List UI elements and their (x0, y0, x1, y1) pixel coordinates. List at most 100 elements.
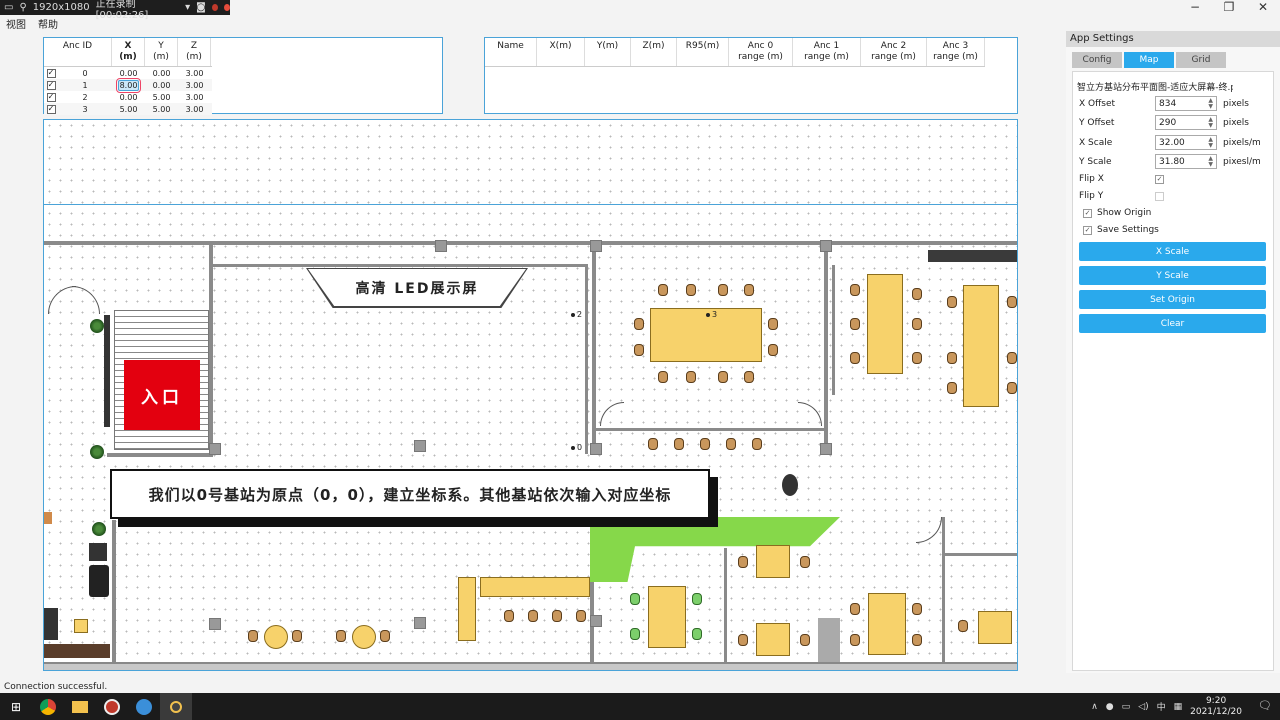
show-origin-label[interactable]: Show Origin (1097, 208, 1152, 218)
cell-x[interactable]: 0.00 (119, 68, 138, 78)
spinner-arrows-icon[interactable]: ▲▼ (1208, 96, 1213, 110)
show-origin-checkbox[interactable]: ✓ (1083, 208, 1092, 218)
row-checkbox[interactable]: ✓ (46, 80, 56, 90)
col-z[interactable]: Z (m) (178, 38, 211, 66)
ime-indicator[interactable]: 中 (1156, 703, 1166, 713)
row-checkbox[interactable]: ✓ (46, 92, 56, 102)
menu-view[interactable]: 视图 (6, 20, 26, 31)
camera-icon[interactable]: ◙ (196, 2, 206, 13)
table-row[interactable]: ✓ 0 0.00 0.00 3.00 (44, 67, 212, 79)
table-row[interactable]: ✓ 3 5.00 5.00 3.00 (44, 103, 212, 115)
cell-z[interactable]: 3.00 (185, 80, 204, 90)
chair (718, 284, 728, 296)
chrome-icon[interactable] (32, 693, 64, 720)
chair (528, 610, 538, 622)
col-anc0-range[interactable]: Anc 0 range (m) (729, 38, 793, 66)
cell-id: 0 (82, 68, 88, 78)
spinner-arrows-icon[interactable]: ▲▼ (1208, 115, 1213, 129)
network-icon[interactable]: ▭ (1121, 701, 1131, 712)
tray-app-icon[interactable]: ● (1105, 701, 1114, 712)
keyboard-icon[interactable]: ▦ (1173, 701, 1183, 712)
close-icon[interactable]: ✕ (1257, 0, 1269, 14)
save-settings-checkbox[interactable]: ✓ (1083, 225, 1092, 235)
anchor-2[interactable]: 2 (571, 310, 582, 319)
floor-map[interactable]: 高清 LED展示屏 入口 (43, 119, 1018, 671)
col-y[interactable]: Y(m) (585, 38, 631, 66)
cell-y[interactable]: 0.00 (152, 68, 171, 78)
cell-x[interactable]: 5.00 (119, 104, 138, 114)
col-anc1-range[interactable]: Anc 1 range (m) (793, 38, 861, 66)
y-offset-row: Y Offset 290▲▼ pixels (1079, 115, 1249, 130)
col-anc2-range[interactable]: Anc 2 range (m) (861, 38, 927, 66)
row-checkbox[interactable]: ✓ (46, 68, 56, 78)
app-icon[interactable] (128, 693, 160, 720)
start-icon[interactable]: ⊞ (10, 699, 22, 714)
row-checkbox[interactable]: ✓ (46, 104, 56, 114)
y-scale-button[interactable]: Y Scale (1079, 266, 1266, 285)
cell-x-editing[interactable]: 8.00 (115, 77, 142, 93)
flip-y-checkbox[interactable]: ✓ (1155, 191, 1164, 201)
col-z[interactable]: Z(m) (631, 38, 677, 66)
plant-icon (90, 319, 104, 333)
minimize-icon[interactable]: − (1189, 0, 1201, 14)
y-offset-input[interactable]: 290▲▼ (1155, 115, 1217, 130)
cell-z[interactable]: 3.00 (185, 104, 204, 114)
x-offset-input[interactable]: 834▲▼ (1155, 96, 1217, 111)
chair (718, 371, 728, 383)
green-zone (590, 517, 840, 582)
volume-icon[interactable]: ◁) (1138, 701, 1149, 712)
clock[interactable]: 9:20 2021/12/20 (1190, 696, 1242, 718)
cell-x[interactable]: 0.00 (119, 92, 138, 102)
dropdown-icon[interactable]: ▾ (185, 2, 191, 13)
x-scale-label: X Scale (1079, 137, 1113, 148)
wall (592, 241, 596, 453)
spinner-arrows-icon[interactable]: ▲▼ (1208, 135, 1213, 149)
col-anc3-range[interactable]: Anc 3 range (m) (927, 38, 985, 66)
table-row[interactable]: ✓ 1 8.00 0.00 3.00 (44, 77, 212, 93)
table-row[interactable]: ✓ 2 0.00 5.00 3.00 (44, 91, 212, 103)
file-explorer-icon[interactable] (64, 693, 96, 720)
anchor-0[interactable]: 0 (571, 443, 582, 452)
save-settings-label[interactable]: Save Settings (1097, 225, 1159, 235)
menu-bar: 视图 帮助 (0, 16, 58, 31)
tag-table: Name X(m) Y(m) Z(m) R95(m) Anc 0 range (… (484, 37, 1018, 114)
col-anc-id[interactable]: Anc ID (44, 38, 112, 66)
active-app-icon[interactable] (160, 693, 192, 720)
col-x[interactable]: X (m) (112, 38, 145, 66)
cell-y[interactable]: 5.00 (152, 104, 171, 114)
col-r95[interactable]: R95(m) (677, 38, 729, 66)
cell-z[interactable]: 3.00 (185, 68, 204, 78)
col-y[interactable]: Y (m) (145, 38, 178, 66)
stair-rail (104, 315, 110, 427)
flip-x-checkbox[interactable]: ✓ (1155, 174, 1164, 184)
col-x[interactable]: X(m) (537, 38, 585, 66)
x-offset-row: X Offset 834▲▼ pixels (1079, 96, 1249, 111)
recorder-app-icon[interactable] (96, 693, 128, 720)
col-name[interactable]: Name (485, 38, 537, 66)
tab-map[interactable]: Map (1124, 52, 1174, 68)
set-origin-button[interactable]: Set Origin (1079, 290, 1266, 309)
cell-y[interactable]: 0.00 (152, 80, 171, 90)
x-scale-input[interactable]: 32.00▲▼ (1155, 135, 1217, 150)
anchor-3[interactable]: 3 (706, 310, 717, 319)
cell-y[interactable]: 5.00 (152, 92, 171, 102)
pillar (209, 443, 221, 455)
zoom-icon[interactable]: ⚲ (19, 2, 27, 13)
chair (912, 318, 922, 330)
tab-grid[interactable]: Grid (1176, 52, 1226, 68)
chair (947, 296, 957, 308)
x-scale-button[interactable]: X Scale (1079, 242, 1266, 261)
clear-button[interactable]: Clear (1079, 314, 1266, 333)
menu-help[interactable]: 帮助 (38, 20, 58, 31)
y-scale-input[interactable]: 31.80▲▼ (1155, 154, 1217, 169)
notification-icon[interactable]: 🗨 (1258, 699, 1272, 712)
spinner-arrows-icon[interactable]: ▲▼ (1208, 154, 1213, 168)
map-filename[interactable]: 智立方基站分布平面图-适应大屏幕-终.png (1077, 83, 1233, 93)
maximize-icon[interactable]: ❐ (1223, 0, 1235, 14)
stop-icon[interactable] (223, 4, 230, 11)
tab-config[interactable]: Config (1072, 52, 1122, 68)
system-tray: ∧ ● ▭ ◁) 中 ▦ 9:20 2021/12/20 (1091, 693, 1242, 720)
pause-icon[interactable] (211, 4, 218, 11)
cell-z[interactable]: 3.00 (185, 92, 204, 102)
chevron-up-icon[interactable]: ∧ (1091, 701, 1098, 712)
